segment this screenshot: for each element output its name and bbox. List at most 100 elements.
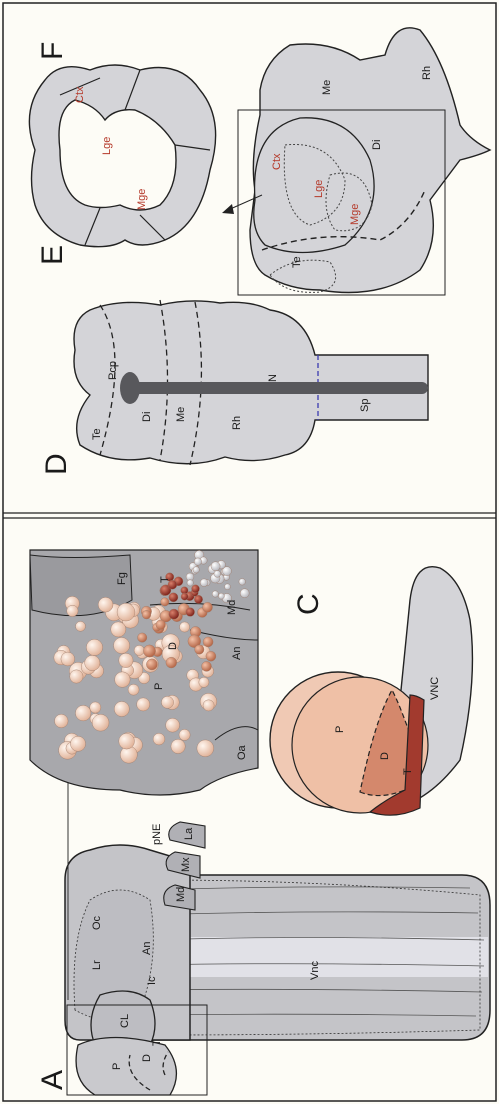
protocerebral-neuroblast xyxy=(171,739,185,753)
protocerebral-neuroblast xyxy=(55,714,69,728)
label-a-ic: Ic xyxy=(146,976,158,985)
protocerebral-neuroblast xyxy=(203,700,214,711)
label-a-p: P xyxy=(111,1063,123,1070)
panel-c: C P D T VNC xyxy=(270,567,472,816)
label-d-pcp: Pcp xyxy=(107,361,119,380)
label-b-t: T xyxy=(159,576,171,583)
ventral-neuroblast xyxy=(200,579,208,587)
label-b-d: D xyxy=(167,642,179,650)
protocerebral-neuroblast xyxy=(70,736,85,751)
protocerebral-neuroblast xyxy=(114,701,129,716)
protocerebral-neuroblast xyxy=(61,652,75,666)
ventral-neuroblast xyxy=(212,591,218,597)
protocerebral-neuroblast xyxy=(67,605,78,616)
zoom-arrowhead-e-to-f xyxy=(222,204,234,214)
ventral-neuroblast xyxy=(223,567,232,576)
label-c-p: P xyxy=(334,726,346,733)
panel-d-letter: D xyxy=(40,453,73,475)
protocerebral-neuroblast xyxy=(197,740,214,757)
protocerebral-neuroblast xyxy=(137,698,150,711)
label-a-la: La xyxy=(183,827,195,840)
protocerebral-neuroblast xyxy=(179,729,190,740)
label-a-md: Md xyxy=(175,887,187,902)
prechordal-plate xyxy=(120,372,140,404)
ventral-neuroblast xyxy=(218,593,224,599)
deutocerebral-neuroblast xyxy=(166,657,177,668)
label-d-n: N xyxy=(267,374,279,382)
protocerebral-neuroblast xyxy=(92,714,109,731)
protocerebral-neuroblast xyxy=(86,639,102,655)
panel-d: D Te Di Me Pcp Rh N Sp xyxy=(40,293,428,476)
label-a-vnc: Vnc xyxy=(309,961,321,980)
label-f-lge: Lge xyxy=(101,137,113,155)
protocerebral-neuroblast xyxy=(114,637,130,653)
label-a-an: An xyxy=(141,942,153,955)
ventral-neuroblast xyxy=(187,580,193,586)
protocerebral-neuroblast xyxy=(111,622,126,637)
deutocerebral-neuroblast xyxy=(161,598,169,606)
label-b-md: Md xyxy=(226,600,238,615)
label-a-lr: Lr xyxy=(91,960,103,970)
protocerebral-neuroblast xyxy=(128,684,139,695)
protocerebral-neuroblast xyxy=(76,621,86,631)
protocerebral-neuroblast xyxy=(166,718,180,732)
label-e-mge: Mge xyxy=(349,204,361,225)
tritocerebral-neuroblast xyxy=(169,609,179,619)
protocerebral-neuroblast xyxy=(153,733,165,745)
tritocerebral-neuroblast xyxy=(194,595,202,603)
label-a-d: D xyxy=(141,1054,153,1062)
protocerebral-neuroblast xyxy=(70,670,83,683)
label-a-t: T xyxy=(151,1039,163,1046)
protocerebral-neuroblast xyxy=(199,677,209,687)
deutocerebral-neuroblast xyxy=(203,637,213,647)
ventral-neuroblast xyxy=(214,571,221,578)
label-a-mx: Mx xyxy=(180,857,192,872)
label-c-d: D xyxy=(379,752,391,760)
tritocerebral-neuroblast xyxy=(192,585,200,593)
deutocerebral-neuroblast xyxy=(142,610,151,619)
protocerebral-neuroblast xyxy=(134,645,144,655)
label-d-di: Di xyxy=(141,412,153,422)
deutocerebral-neuroblast xyxy=(202,661,212,671)
label-c-t: T xyxy=(402,768,414,775)
label-f-ctx: Ctx xyxy=(74,86,86,103)
protocerebral-neuroblast xyxy=(117,603,135,621)
label-a-oc: Oc xyxy=(91,915,103,930)
protocerebral-neuroblast xyxy=(90,702,101,713)
label-e-rh: Rh xyxy=(421,66,433,80)
label-b-an: An xyxy=(231,647,243,660)
protocerebral-neuroblast xyxy=(119,733,135,749)
label-e-me: Me xyxy=(321,80,333,95)
label-b-fg: Fg xyxy=(116,572,128,585)
protocerebral-neuroblast xyxy=(161,696,173,708)
ventral-neuroblast xyxy=(194,558,201,565)
notochord xyxy=(130,382,428,394)
ventral-neuroblast xyxy=(211,562,220,571)
deutocerebral-neuroblast xyxy=(138,633,147,642)
deutocerebral-neuroblast xyxy=(156,620,166,630)
deutocerebral-neuroblast xyxy=(146,659,157,670)
label-e-te: Te xyxy=(291,256,303,268)
label-b-oa: Oa xyxy=(236,744,248,760)
protocerebral-neuroblast xyxy=(75,705,91,721)
label-b-p: P xyxy=(153,683,165,690)
tritocerebral-neuroblast xyxy=(181,593,188,600)
telencephalon-section xyxy=(29,65,215,247)
deutocerebral-neuroblast xyxy=(143,645,155,657)
label-e-di: Di xyxy=(371,140,383,150)
deutocerebral-neuroblast xyxy=(203,602,213,612)
panel-f: F Ctx Lge Mge xyxy=(29,42,215,247)
label-e-lge: Lge xyxy=(313,180,325,198)
panel-e-letter: E xyxy=(36,245,69,265)
panel-f-letter: F xyxy=(36,42,69,60)
label-e-ctx: Ctx xyxy=(271,153,283,170)
panel-a-letter: A xyxy=(36,1070,69,1090)
ventral-neuroblast xyxy=(239,579,246,586)
protocerebral-neuroblast xyxy=(98,597,113,612)
ventral-neuroblast xyxy=(225,584,231,590)
deutocerebral-neuroblast xyxy=(206,651,216,661)
label-d-sp: Sp xyxy=(359,399,371,412)
protocerebral-neuroblast xyxy=(180,622,190,632)
protocerebral-neuroblast xyxy=(115,672,131,688)
protocerebral-neuroblast xyxy=(119,653,133,667)
